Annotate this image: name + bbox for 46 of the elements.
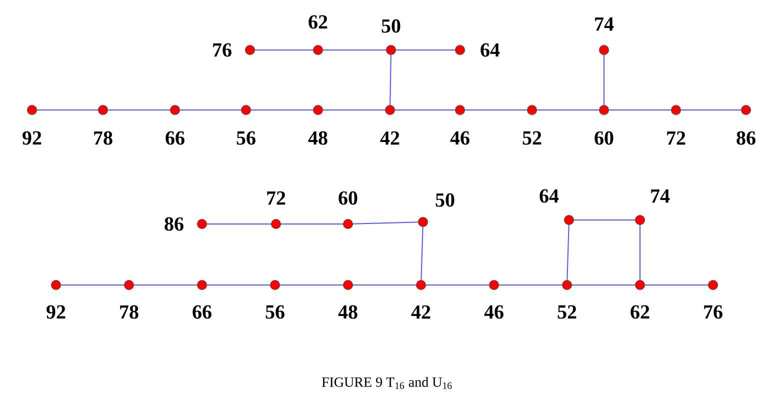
vertex-label: 86	[736, 131, 756, 145]
vertex-label: 64	[540, 189, 559, 203]
vertex-label: 78	[94, 131, 112, 145]
vertex-label: 42	[380, 131, 400, 145]
vertex-label: 46	[450, 131, 470, 145]
edge-line	[390, 54, 392, 106]
edge-line	[352, 284, 416, 286]
edge-line	[420, 226, 424, 280]
edge-line	[280, 284, 344, 286]
vertex-label: 72	[267, 191, 286, 205]
vertex-label: 62	[308, 15, 328, 29]
vertex-label: 56	[266, 305, 284, 319]
vertex-label: 92	[22, 131, 42, 145]
figure-caption: FIGURE 9 T$_{16}$ and U$_{16}$	[322, 377, 452, 389]
vertex-label: 48	[338, 305, 358, 319]
edge-line	[134, 284, 198, 286]
vertex-label: 74	[651, 189, 670, 203]
vertex-label: 86	[164, 217, 184, 231]
vertex-label: 64	[480, 43, 500, 57]
vertex-label: 46	[484, 305, 504, 319]
edge-line	[206, 284, 270, 286]
edge-line	[566, 224, 570, 280]
vertex-label: 72	[667, 131, 686, 145]
vertex-label: 92	[46, 305, 66, 319]
vertex-label: 76	[213, 43, 232, 57]
vertex-label: 62	[630, 305, 650, 319]
vertex-label: 66	[192, 305, 212, 319]
edge-line	[644, 284, 708, 286]
vertex-label: 74	[595, 17, 614, 31]
vertex-label: 60	[338, 191, 358, 205]
vertex-label: 52	[558, 305, 576, 319]
vertex-label: 76	[704, 305, 722, 319]
edge-line	[352, 222, 418, 224]
vertex-label: 78	[120, 305, 138, 319]
vertex-label: 66	[166, 131, 184, 145]
edge-line	[60, 284, 124, 286]
vertex-label: 56	[236, 131, 256, 145]
vertex-label: 52	[522, 131, 542, 145]
edge-line	[498, 284, 562, 286]
vertex-label: 50	[436, 193, 454, 207]
vertex-label: 48	[308, 131, 328, 145]
vertex-label: 50	[382, 19, 400, 33]
vertex-label: 60	[594, 131, 614, 145]
vertex-label: 42	[411, 305, 430, 319]
edge-line	[572, 284, 636, 286]
edge-line	[426, 284, 490, 286]
